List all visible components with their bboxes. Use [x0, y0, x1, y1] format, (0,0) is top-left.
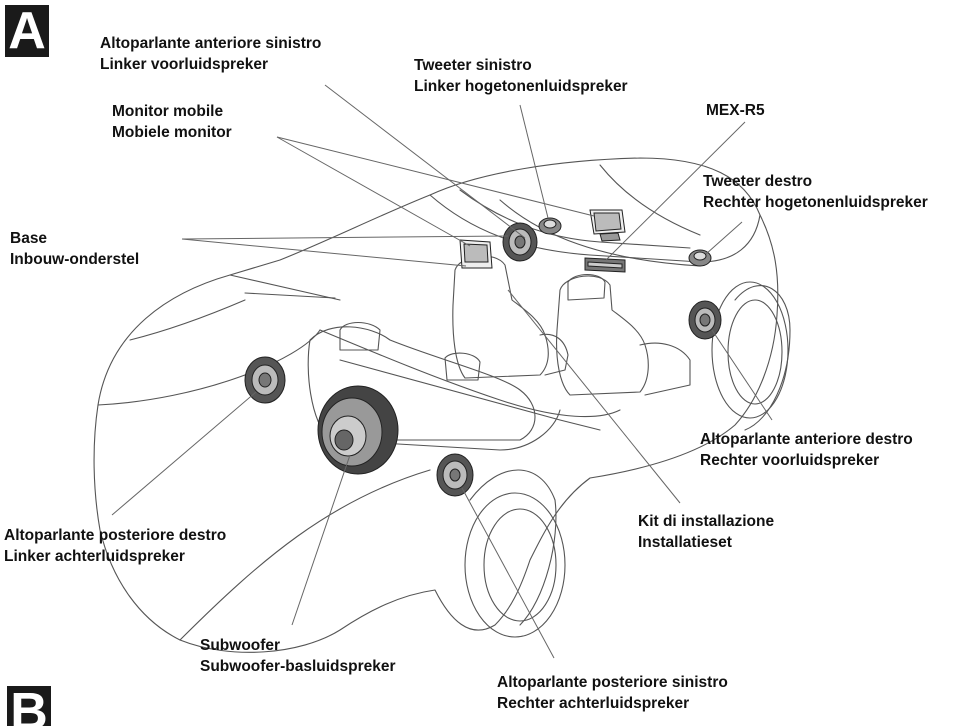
front-right-speaker: [689, 301, 721, 339]
label-front-left-it: Altoparlante anteriore sinistro: [100, 33, 321, 54]
mobile-monitor-upper: [590, 210, 625, 241]
label-front-left-nl: Linker voorluidspreker: [100, 54, 321, 75]
label-monitor-it: Monitor mobile: [112, 101, 232, 122]
label-rear-left: Altoparlante posteriore sinistro Rechter…: [497, 672, 728, 714]
leader-base-2: [182, 239, 466, 266]
beltline: [98, 330, 320, 405]
label-monitor: Monitor mobile Mobiele monitor: [112, 101, 232, 143]
label-base-it: Base: [10, 228, 139, 249]
leader-tweeter-right: [706, 222, 742, 254]
label-kit: Kit di installazione Installatieset: [638, 511, 774, 553]
label-base: Base Inbouw-onderstel: [10, 228, 139, 270]
label-monitor-nl: Mobiele monitor: [112, 122, 232, 143]
label-tweeter-right-it: Tweeter destro: [703, 171, 928, 192]
label-subwoofer-nl: Subwoofer-basluidspreker: [200, 656, 396, 677]
mobile-monitor-lower: [460, 240, 492, 268]
figure-badge-b: B: [7, 686, 51, 726]
windshield-inner: [460, 190, 690, 248]
label-tweeter-right: Tweeter destro Rechter hogetonenluidspre…: [703, 171, 928, 213]
label-base-nl: Inbouw-onderstel: [10, 249, 139, 270]
leader-base-1: [182, 236, 508, 239]
mex-r5-unit: [585, 258, 625, 272]
label-rear-right: Altoparlante posteriore destro Linker ac…: [4, 525, 226, 567]
front-right-seat: [557, 276, 649, 395]
front-left-speaker: [503, 223, 537, 261]
car-body-outline: [94, 158, 778, 652]
leader-front-left: [325, 85, 525, 238]
label-kit-nl: Installatieset: [638, 532, 774, 553]
label-front-right-it: Altoparlante anteriore destro: [700, 429, 913, 450]
label-tweeter-left-nl: Linker hogetonenluidspreker: [414, 76, 628, 97]
label-subwoofer-it: Subwoofer: [200, 635, 396, 656]
figure-badge-a: A: [5, 5, 49, 57]
leader-kit: [508, 290, 680, 503]
label-subwoofer: Subwoofer Subwoofer-basluidspreker: [200, 635, 396, 677]
label-rear-left-nl: Rechter achterluidspreker: [497, 693, 728, 714]
leader-subwoofer: [292, 455, 350, 625]
rear-headrest-right: [445, 353, 480, 380]
label-mex-r5: MEX-R5: [706, 100, 765, 121]
label-rear-left-it: Altoparlante posteriore sinistro: [497, 672, 728, 693]
label-tweeter-left-it: Tweeter sinistro: [414, 55, 628, 76]
label-front-right: Altoparlante anteriore destro Rechter vo…: [700, 429, 913, 471]
leader-monitor-1: [277, 137, 594, 216]
leader-monitor-2: [277, 137, 470, 246]
subwoofer-speaker: [318, 386, 398, 474]
label-kit-it: Kit di installazione: [638, 511, 774, 532]
side-line-left: [230, 275, 340, 300]
label-rear-right-nl: Linker achterluidspreker: [4, 546, 226, 567]
front-wheel: [712, 282, 788, 418]
label-tweeter-left: Tweeter sinistro Linker hogetonenluidspr…: [414, 55, 628, 97]
rear-left-speaker: [437, 454, 473, 496]
leader-rear-right: [112, 392, 256, 515]
leader-front-right: [712, 330, 772, 420]
label-mex-r5-text: MEX-R5: [706, 100, 765, 121]
label-rear-right-it: Altoparlante posteriore destro: [4, 525, 226, 546]
left-tweeter: [539, 218, 561, 234]
leader-rear-left: [462, 488, 554, 658]
label-front-right-nl: Rechter voorluidspreker: [700, 450, 913, 471]
label-tweeter-right-nl: Rechter hogetonenluidspreker: [703, 192, 928, 213]
front-left-seat: [453, 256, 548, 378]
label-front-left: Altoparlante anteriore sinistro Linker v…: [100, 33, 321, 75]
